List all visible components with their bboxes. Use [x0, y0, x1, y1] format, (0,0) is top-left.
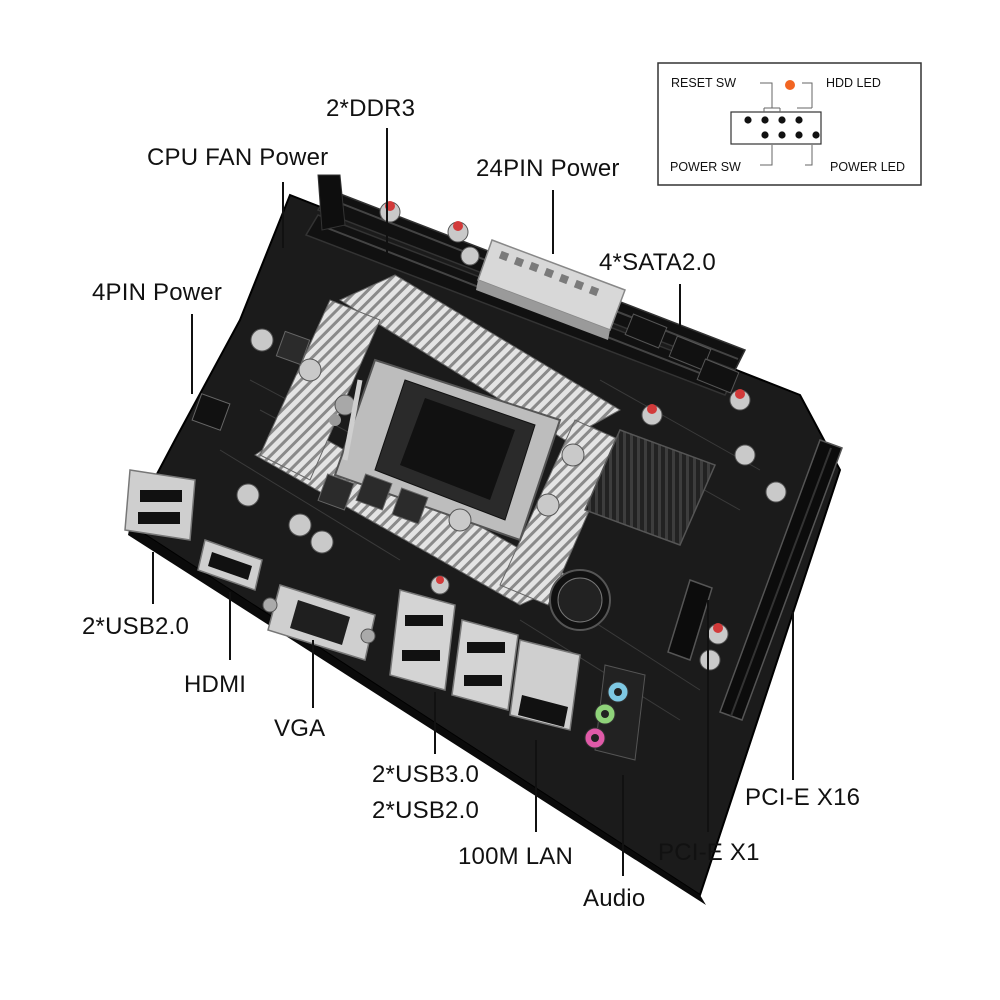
pcie-x1-slot — [667, 579, 713, 661]
front-panel-diagram — [657, 62, 922, 186]
capacitors — [236, 201, 787, 671]
hdmi-label: HDMI — [184, 671, 247, 698]
vga-label: VGA — [274, 715, 326, 742]
rear-usb2-left-label: 2*USB2.0 — [82, 613, 189, 640]
rear-hdmi — [197, 539, 263, 591]
rear-usb2-mid-label: 2*USB2.0 — [372, 797, 479, 824]
rear-audio — [584, 664, 646, 761]
sata-label: 4*SATA2.0 — [599, 249, 716, 276]
rear-usb2-left — [124, 469, 196, 541]
rear-vga — [262, 584, 376, 661]
leader-lines — [152, 128, 794, 876]
ddr3-label: 2*DDR3 — [326, 95, 416, 122]
hdd-led-label: HDD LED — [826, 76, 881, 90]
atx-4pin-connector — [191, 393, 231, 431]
pcie-x16-label: PCI-E X16 — [745, 784, 861, 811]
power-sw-label: POWER SW — [670, 160, 741, 174]
power-led-label: POWER LED — [830, 160, 906, 174]
pcie-x1-label: PCI-E X1 — [658, 839, 760, 866]
audio-label: Audio — [583, 885, 646, 912]
rear-usb3-usb2 — [389, 589, 519, 711]
usb3-label: 2*USB3.0 — [372, 761, 479, 788]
chipset-heatsink — [583, 429, 717, 546]
pcie-x16-slot — [719, 439, 843, 721]
cpu-socket — [329, 358, 562, 542]
cmos-battery — [549, 569, 611, 631]
cpu-fan-power-label: CPU FAN Power — [147, 144, 329, 171]
lan-label: 100M LAN — [458, 843, 573, 870]
atx-24pin-connector — [476, 239, 626, 340]
rear-lan — [509, 639, 581, 731]
atx-4pin-label: 4PIN Power — [92, 279, 223, 306]
reset-sw-label: RESET SW — [671, 76, 737, 90]
pin-marker-icon — [785, 80, 795, 90]
chokes — [275, 330, 429, 525]
sata-ports — [624, 313, 740, 394]
atx-24pin-label: 24PIN Power — [476, 155, 620, 182]
